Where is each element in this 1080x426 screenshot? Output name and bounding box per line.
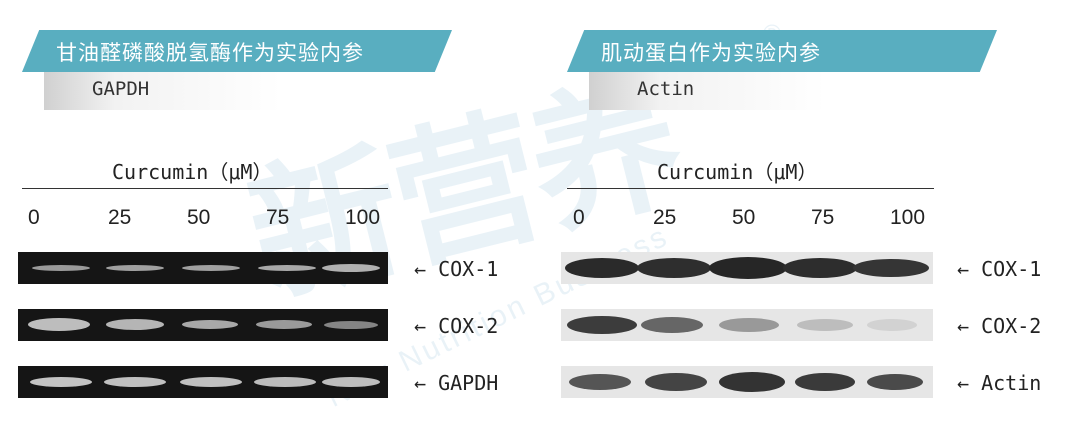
right-title-banner: 肌动蛋白作为实验内参	[567, 30, 997, 72]
left-conc-50: 50	[187, 206, 211, 229]
left-control-label: GAPDH	[92, 78, 150, 100]
left-row-label-cox1: ← COX-1	[414, 257, 499, 281]
right-row-label-cox1: ← COX-1	[957, 257, 1042, 281]
right-conc-25: 25	[653, 206, 677, 229]
left-row-label-gapdh: ← GAPDH	[414, 371, 499, 395]
left-row-label-cox2: ← COX-2	[414, 314, 499, 338]
right-control-band: Actin	[589, 72, 984, 110]
left-axis-line	[22, 188, 388, 189]
left-axis-label: Curcumin（μM）	[112, 160, 273, 184]
right-axis-line	[567, 188, 934, 189]
right-gel-cox1	[561, 252, 933, 284]
right-conc-100: 100	[890, 206, 926, 229]
right-axis-label: Curcumin（μM）	[657, 160, 818, 184]
left-conc-0: 0	[28, 206, 40, 229]
right-conc-0: 0	[573, 206, 585, 229]
right-row-label-actin: ← Actin	[957, 371, 1042, 395]
right-conc-75: 75	[811, 206, 835, 229]
left-gel-gapdh	[18, 366, 388, 398]
left-title: 甘油醛磷酸脱氢酶作为实验内参	[56, 41, 364, 65]
right-gel-cox2	[561, 309, 933, 341]
right-conc-50: 50	[732, 206, 756, 229]
right-title: 肌动蛋白作为实验内参	[601, 41, 821, 65]
left-title-banner: 甘油醛磷酸脱氢酶作为实验内参	[22, 30, 452, 72]
right-control-label: Actin	[637, 78, 695, 100]
left-conc-75: 75	[266, 206, 290, 229]
right-row-label-cox2: ← COX-2	[957, 314, 1042, 338]
right-panel: Actin 肌动蛋白作为实验内参 Curcumin（μM） 0 25 50 75…	[545, 0, 1080, 426]
left-panel: GAPDH 甘油醛磷酸脱氢酶作为实验内参 Curcumin（μM） 0 25 5…	[18, 30, 499, 398]
left-gel-cox1	[18, 252, 388, 284]
left-conc-100: 100	[345, 206, 381, 229]
right-gel-actin	[561, 366, 933, 398]
left-gel-cox2	[18, 309, 388, 341]
left-control-band: GAPDH	[44, 72, 439, 110]
left-conc-25: 25	[108, 206, 132, 229]
